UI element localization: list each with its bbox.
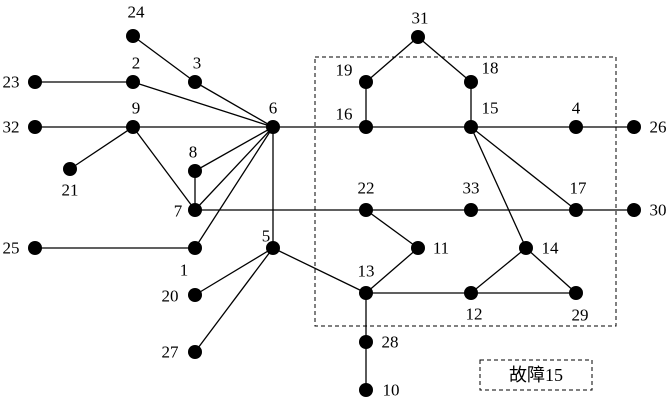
edge-14-29	[525, 247, 577, 294]
node-label-18: 18	[482, 59, 499, 78]
edge-31-18	[417, 36, 472, 83]
edge-13-11	[365, 247, 419, 294]
edge-5-27	[194, 247, 274, 353]
node-24	[126, 29, 140, 43]
node-19	[359, 75, 373, 89]
node-28	[359, 335, 373, 349]
edge-1-6	[194, 126, 274, 249]
node-label-16: 16	[336, 105, 353, 124]
node-7	[188, 203, 202, 217]
node-18	[464, 75, 478, 89]
node-label-29: 29	[572, 306, 589, 325]
node-label-14: 14	[542, 239, 560, 258]
nodes-layer	[28, 29, 641, 397]
edge-24-3	[132, 35, 196, 83]
node-label-12: 12	[466, 305, 483, 324]
node-label-33: 33	[463, 179, 480, 198]
node-21	[63, 162, 77, 176]
fault-legend: 故障15	[479, 359, 593, 391]
edge-5-13	[272, 247, 367, 294]
node-13	[359, 286, 373, 300]
node-label-4: 4	[572, 99, 581, 118]
node-3	[188, 75, 202, 89]
node-32	[28, 120, 42, 134]
node-label-15: 15	[482, 99, 499, 118]
node-8	[188, 164, 202, 178]
node-26	[627, 120, 641, 134]
edge-12-14	[470, 247, 527, 294]
node-22	[359, 203, 373, 217]
node-label-1: 1	[180, 261, 189, 280]
fault-region-box	[314, 56, 617, 327]
node-label-27: 27	[162, 343, 180, 362]
edge-22-11	[365, 209, 419, 249]
node-label-5: 5	[262, 227, 271, 246]
node-label-7: 7	[174, 202, 183, 221]
node-label-25: 25	[3, 239, 20, 258]
node-9	[126, 120, 140, 134]
node-11	[411, 241, 425, 255]
node-label-24: 24	[128, 3, 146, 22]
node-16	[359, 120, 373, 134]
edge-2-6	[132, 81, 274, 128]
node-label-11: 11	[433, 239, 449, 258]
node-label-10: 10	[383, 381, 400, 400]
node-label-26: 26	[650, 118, 667, 137]
edge-19-31	[365, 36, 419, 83]
node-label-31: 31	[412, 9, 429, 28]
node-label-22: 22	[358, 179, 375, 198]
node-label-2: 2	[132, 54, 141, 73]
node-label-9: 9	[132, 99, 141, 118]
node-20	[188, 288, 202, 302]
edge-15-14	[470, 126, 527, 249]
edge-5-20	[194, 247, 274, 296]
node-12	[464, 286, 478, 300]
node-label-30: 30	[650, 201, 667, 220]
fault-legend-box	[479, 359, 593, 391]
edge-8-6	[194, 126, 274, 172]
node-label-28: 28	[382, 333, 399, 352]
node-label-8: 8	[189, 143, 198, 162]
edge-9-7	[132, 126, 196, 211]
node-27	[188, 345, 202, 359]
node-6	[266, 120, 280, 134]
node-label-6: 6	[269, 99, 278, 118]
node-23	[28, 75, 42, 89]
node-17	[569, 203, 583, 217]
node-5	[266, 241, 280, 255]
node-25	[28, 241, 42, 255]
node-31	[411, 30, 425, 44]
fault-legend-text: 故障15	[509, 365, 563, 385]
edge-3-6	[194, 81, 274, 128]
node-label-21: 21	[62, 181, 79, 200]
node-30	[627, 203, 641, 217]
node-1	[188, 241, 202, 255]
node-label-3: 3	[193, 54, 202, 73]
node-label-23: 23	[3, 73, 20, 92]
edge-15-17	[470, 126, 577, 211]
node-10	[359, 383, 373, 397]
node-2	[126, 75, 140, 89]
edge-7-6	[194, 126, 274, 211]
node-4	[569, 120, 583, 134]
edge-9-21	[69, 126, 134, 170]
node-label-20: 20	[162, 287, 179, 306]
node-label-13: 13	[358, 262, 375, 281]
node-33	[464, 203, 478, 217]
node-29	[569, 286, 583, 300]
edges-layer	[35, 35, 634, 390]
node-15	[464, 120, 478, 134]
node-label-17: 17	[570, 179, 588, 198]
node-14	[519, 241, 533, 255]
node-label-32: 32	[3, 118, 20, 137]
node-label-19: 19	[336, 61, 353, 80]
